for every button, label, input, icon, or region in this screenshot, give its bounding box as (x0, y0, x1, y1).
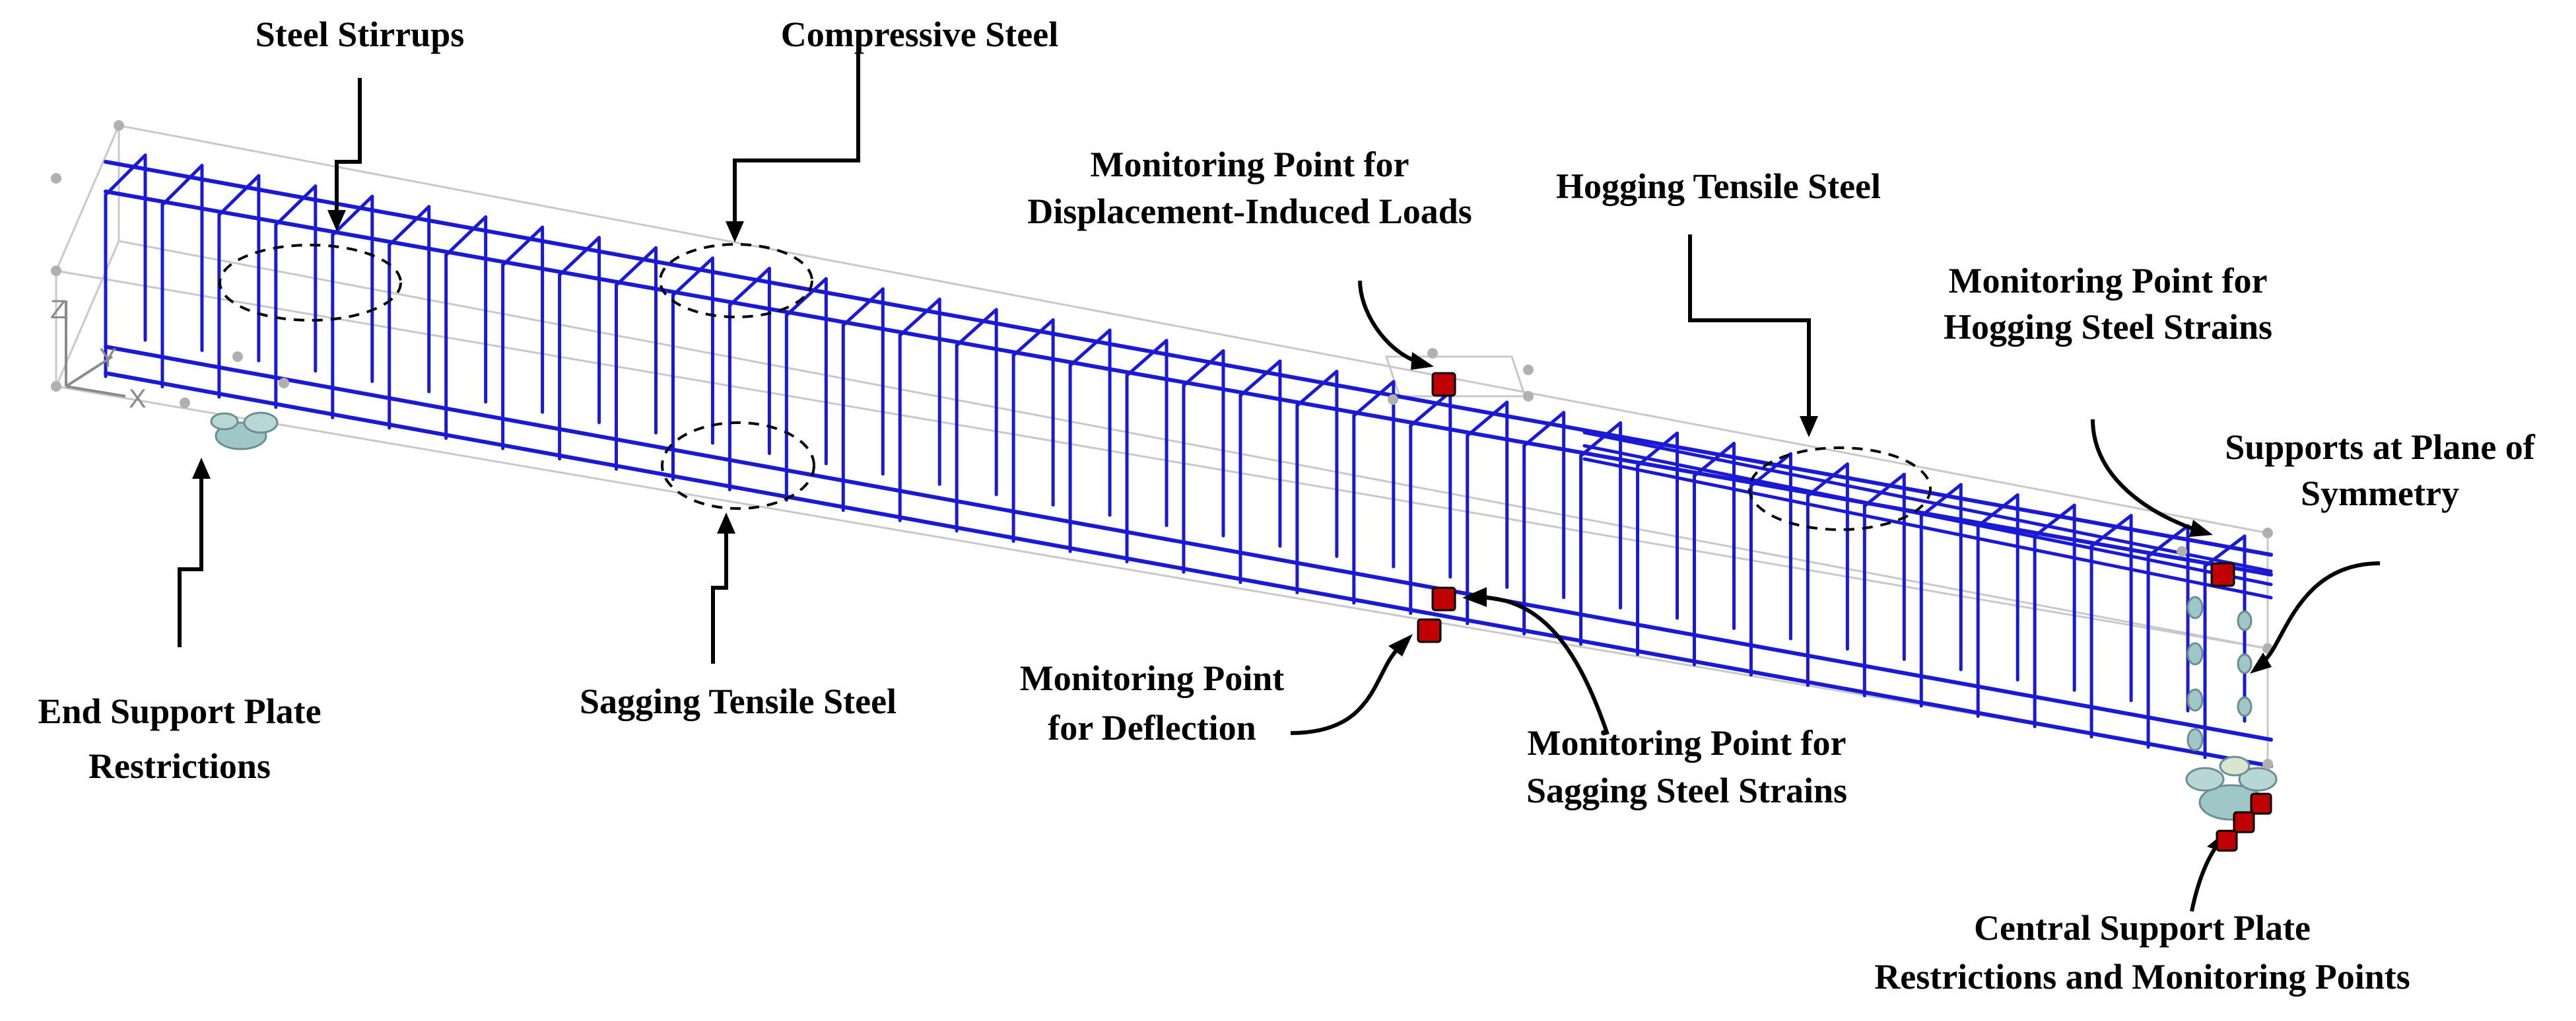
label-monitoring-displacement-2: Displacement-Induced Loads (1027, 192, 1472, 231)
stirrup-38-top (2203, 534, 2247, 568)
monitor-point-central-1 (2250, 792, 2272, 815)
axis-z-label: Z (50, 295, 66, 324)
stirrup-28-top (1636, 431, 1679, 468)
stirrup-29-top (1692, 442, 1736, 478)
monitoring-points (1417, 372, 2272, 852)
monitor-point-central-2 (2233, 811, 2255, 833)
stirrup-5-top (331, 194, 374, 237)
label-supports-symmetry-2: Symmetry (2301, 474, 2459, 513)
steel-reinforcement-cage (104, 153, 2273, 768)
compressive-steel-highlight (659, 243, 813, 318)
sagging-bar-back (104, 345, 2273, 742)
label-monitoring-hogging-2: Hogging Steel Strains (1944, 307, 2272, 347)
stirrup-37-top (2146, 524, 2190, 558)
stirrup-31-top (1806, 462, 1849, 498)
axis-x-label: X (129, 384, 147, 413)
stirrups-leader (335, 78, 362, 210)
node-markers (51, 120, 2273, 769)
stirrup-17-top (1011, 318, 1055, 357)
hogging-steel-highlight (1748, 446, 1932, 531)
monitor-point-hogging-strain (2210, 562, 2235, 587)
stirrup-16-top (955, 308, 998, 347)
label-monitoring-sagging-1: Monitoring Point for (1528, 723, 1847, 763)
label-monitoring-displacement-1: Monitoring Point for (1091, 145, 1409, 184)
stirrup-1-top (104, 153, 147, 197)
leader-arrows (178, 36, 2381, 912)
symmetry-leader (2262, 561, 2381, 662)
symmetry-supports (2186, 596, 2253, 752)
stirrup-35-top (2033, 503, 2076, 538)
stirrups-highlight (219, 244, 402, 322)
label-supports-symmetry-1: Supports at Plane of (2225, 427, 2536, 467)
stirrup-19-top (1125, 339, 1169, 378)
displacement-leader (1358, 280, 1414, 362)
stirrup-4-top (274, 184, 318, 227)
sagging-leader (711, 534, 728, 664)
stirrup-36-top (2089, 514, 2133, 548)
hogging-bar-2 (1582, 444, 2273, 586)
stirrup-23-top (1352, 380, 1396, 417)
stirrup-10-top (615, 246, 658, 287)
end-support-plate (210, 411, 279, 450)
highlight-ellipses (219, 243, 1932, 531)
sagging-steel-highlight (661, 421, 815, 510)
stirrup-7-top (444, 215, 488, 257)
label-central-support-2: Restrictions and Monitoring Points (1874, 957, 2410, 997)
stirrup-11-top (671, 256, 714, 297)
stirrup-33-top (1919, 483, 1963, 518)
monitor-point-deflection (1417, 618, 1442, 643)
end-support-leader (178, 479, 203, 647)
stirrup-25-top (1466, 400, 1509, 438)
label-monitoring-hogging-1: Monitoring Point for (1949, 261, 2268, 300)
hogging-strain-leader (2091, 419, 2193, 530)
stirrup-3-top (217, 174, 261, 217)
annotations: Steel Stirrups Compressive Steel Monitor… (38, 15, 2535, 997)
stirrup-2-top (160, 164, 204, 207)
hogging-leader (1688, 234, 1811, 416)
monitor-point-central-3 (2216, 829, 2238, 852)
deflection-leader (1290, 649, 1398, 735)
stirrup-21-top (1238, 359, 1282, 398)
label-monitoring-sagging-2: Sagging Steel Strains (1526, 771, 1847, 810)
label-sagging-tensile-steel: Sagging Tensile Steel (580, 682, 897, 721)
label-steel-stirrups: Steel Stirrups (255, 15, 465, 54)
axis-y-label: Y (99, 343, 117, 372)
label-monitoring-deflection-2: for Deflection (1048, 708, 1256, 748)
label-hogging-tensile-steel: Hogging Tensile Steel (1556, 166, 1881, 206)
stirrup-20-top (1182, 349, 1225, 388)
label-monitoring-deflection-1: Monitoring Point (1020, 658, 1285, 698)
stirrup-6-top (388, 205, 431, 247)
monitor-point-displacement (1431, 372, 1456, 397)
sagging-strain-leader (1485, 596, 1610, 735)
stirrup-26-top (1522, 411, 1566, 448)
hogging-bar-3 (1582, 457, 2273, 600)
monitor-point-sagging-strain (1431, 586, 1456, 612)
compressive-bar-back (104, 160, 2273, 557)
compressive-leader (733, 36, 860, 221)
stirrup-27-top (1579, 421, 1623, 458)
sagging-bar-front (104, 371, 2273, 768)
stirrup-22-top (1295, 369, 1339, 407)
stirrup-32-top (1862, 472, 1906, 508)
stirrup-8-top (501, 225, 545, 267)
axis-triad (65, 300, 126, 398)
label-end-support-2: Restrictions (88, 746, 271, 786)
stirrup-18-top (1068, 328, 1112, 367)
label-compressive-steel: Compressive Steel (781, 15, 1058, 54)
stirrup-12-top (728, 266, 771, 307)
stirrup-15-top (898, 297, 941, 337)
stirrup-34-top (1976, 493, 2019, 528)
stirrup-14-top (841, 287, 885, 328)
stirrup-9-top (558, 236, 601, 277)
label-central-support-1: Central Support Plate (1974, 908, 2311, 948)
label-end-support-1: End Support Plate (38, 691, 321, 731)
stirrup-30-top (1749, 452, 1792, 488)
stirrup-13-top (784, 277, 828, 317)
hogging-bar-1 (1582, 431, 2273, 573)
stirrup-24-top (1409, 390, 1452, 428)
central-support-leader (2190, 847, 2217, 912)
central-support-plate (2185, 756, 2278, 821)
